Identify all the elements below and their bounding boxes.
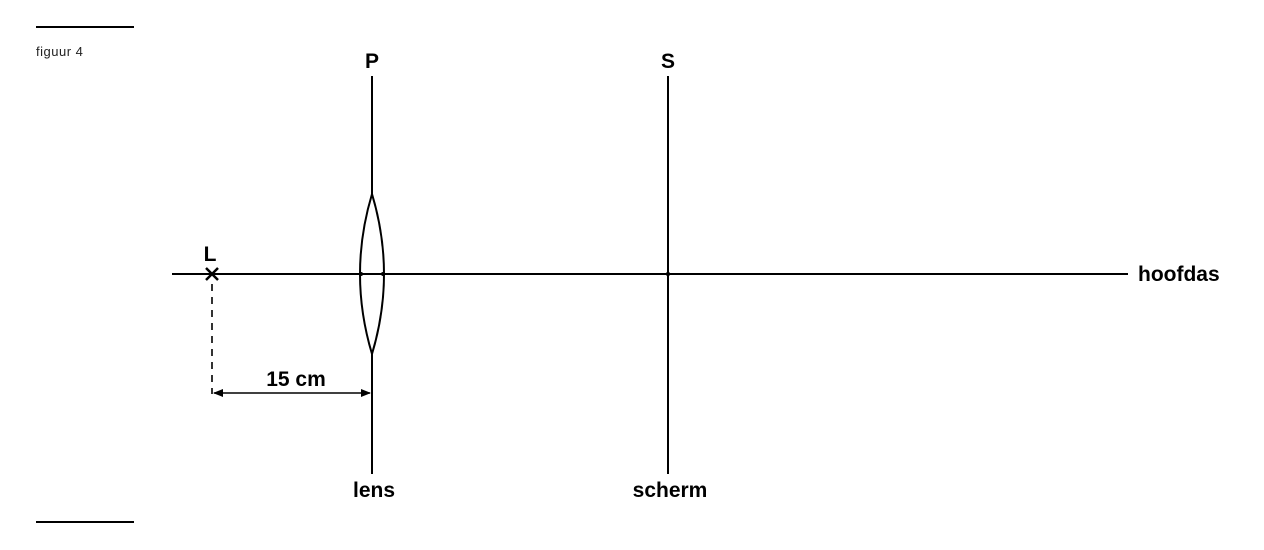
lens-axis-point-left [359, 272, 363, 276]
lens-axis-point-right [381, 272, 385, 276]
lens-label: lens [353, 479, 395, 502]
lens-label-p: P [365, 50, 379, 73]
lens-shape [359, 190, 385, 358]
figure-caption: figuur 4 [36, 44, 84, 59]
bottom-rule [36, 521, 134, 523]
source-cross-icon [205, 267, 219, 281]
axis-label: hoofdas [1138, 263, 1220, 286]
distance-label: 15 cm [266, 368, 326, 391]
screen-label: scherm [633, 479, 708, 502]
top-rule [36, 26, 134, 28]
source-label-l: L [204, 243, 217, 266]
screen-axis-point [665, 271, 671, 277]
screen-label-s: S [661, 50, 675, 73]
